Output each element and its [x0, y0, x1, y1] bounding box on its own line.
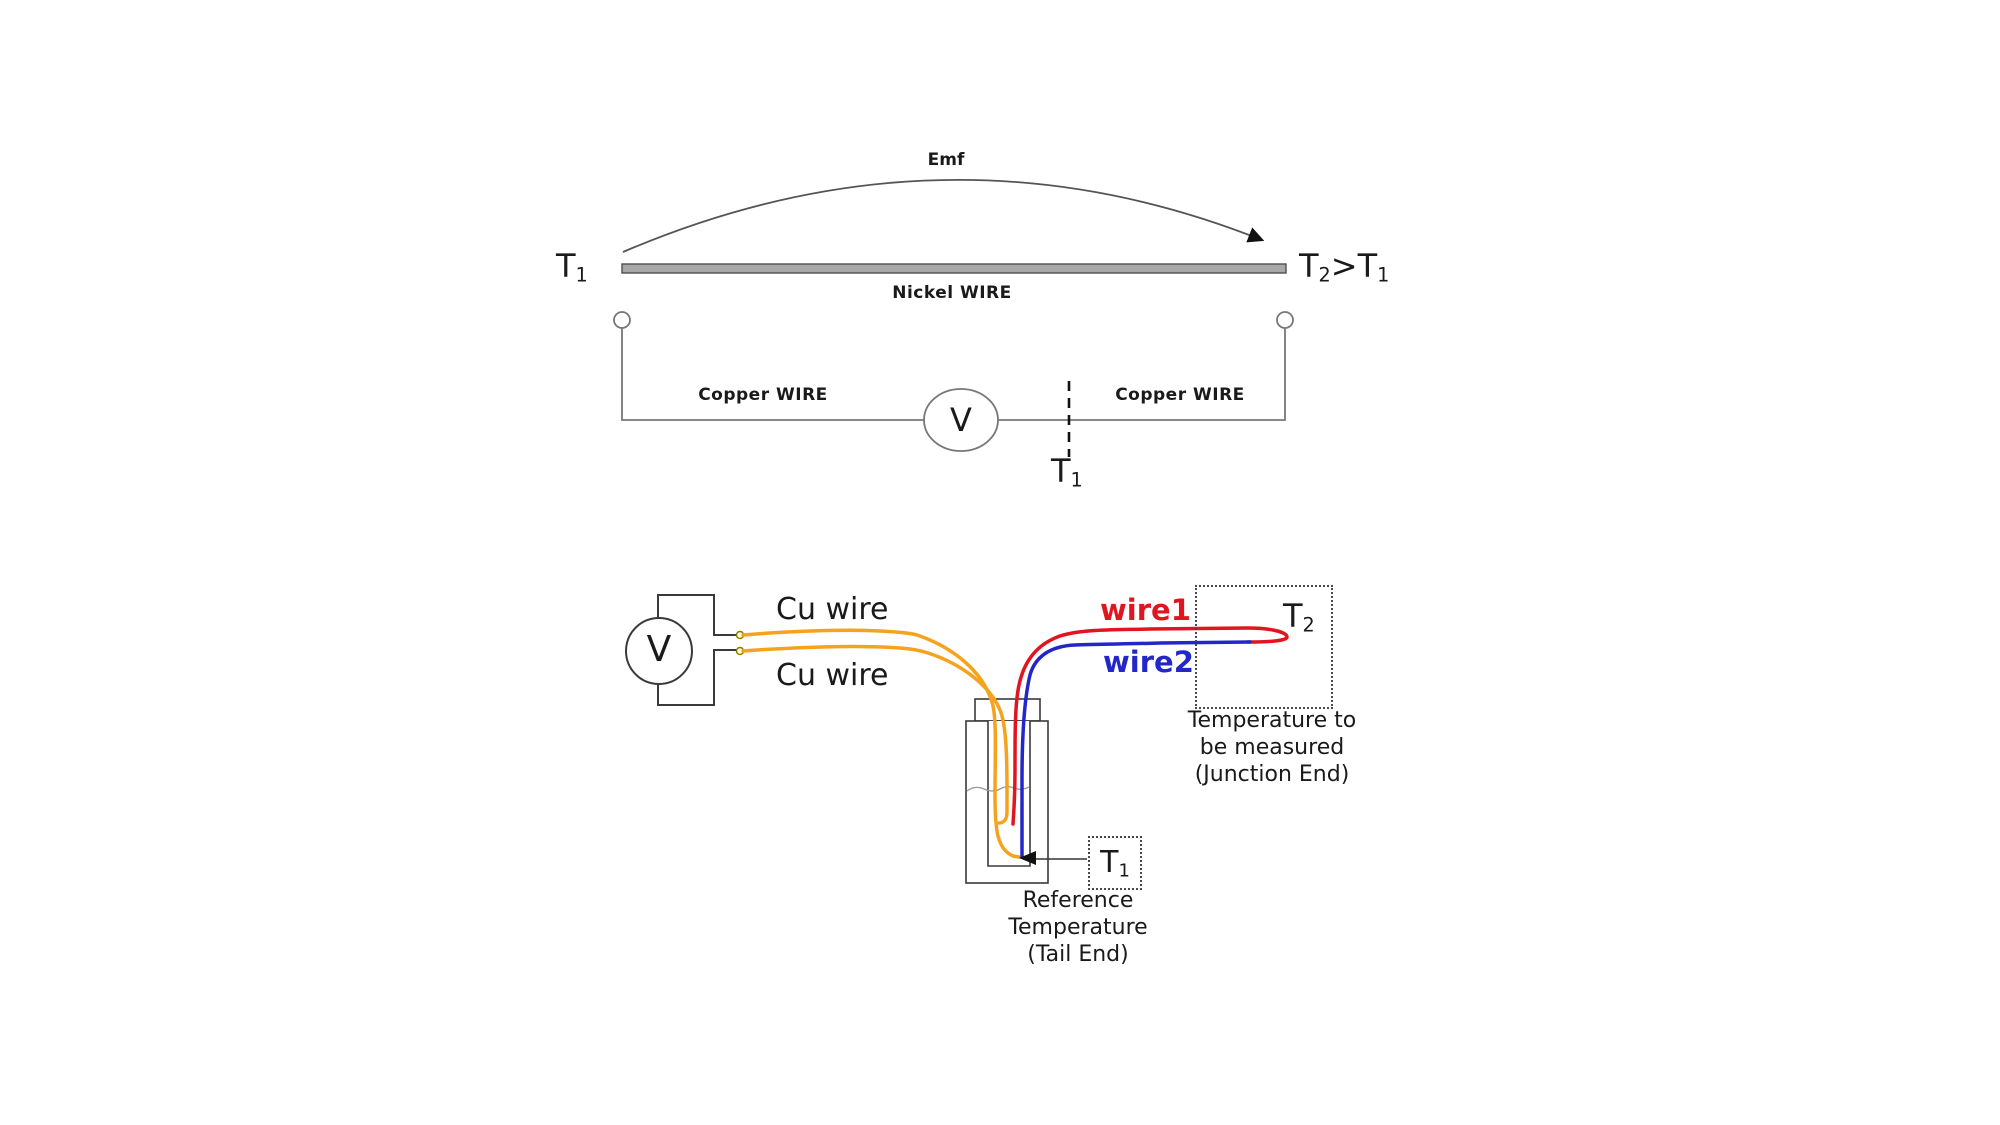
junction-end-box [1195, 585, 1333, 709]
nickel-wire-label: Nickel WIRE [892, 283, 1012, 303]
vessel-neck [974, 698, 1041, 722]
cu-wire-top-label: Cu wire [776, 592, 889, 627]
t2-greater-t1-label: T2>T1 [1299, 247, 1390, 287]
voltmeter-bottom-dial [625, 617, 693, 685]
wire1-label: wire1 [1100, 593, 1191, 627]
wire2-label: wire2 [1103, 645, 1194, 679]
right-terminal-circle [1276, 311, 1294, 329]
t2-junction-label: T2 [1283, 597, 1315, 637]
copper-wire-left-line [621, 328, 924, 421]
copper-lead-top [741, 628, 1021, 859]
left-terminal-circle [613, 311, 631, 329]
voltmeter-top-label: V [950, 401, 972, 439]
copper-lead-bottom [741, 644, 1009, 825]
thermocouple-wire2 [1020, 640, 1252, 859]
thermocouple-wire1 [1011, 626, 1289, 826]
t1-left-label: T1 [556, 247, 588, 287]
emf-arc-arrow [622, 179, 1265, 253]
cu-wire-bottom-label: Cu wire [776, 658, 889, 693]
tail-end-t1-box: T1 [1088, 836, 1142, 890]
emf-label: Emf [927, 150, 965, 170]
water-level-line [966, 786, 1030, 792]
t1-tail-label: T1 [1100, 844, 1130, 882]
t1-reference-label: T1 [1051, 452, 1083, 492]
voltmeter-bottom-label: V [646, 629, 672, 670]
junction-end-caption: Temperature to be measured (Junction End… [1187, 708, 1357, 787]
tail-end-caption: Reference Temperature (Tail End) [1008, 888, 1148, 967]
t1-pointer-arrowhead [1019, 851, 1036, 865]
voltmeter-top-ellipse [923, 388, 999, 452]
copper-wire-right-label: Copper WIRE [1115, 385, 1245, 405]
copper-wire-right-line [998, 328, 1286, 421]
nickel-wire-bar [621, 263, 1287, 274]
copper-wire-left-label: Copper WIRE [698, 385, 828, 405]
